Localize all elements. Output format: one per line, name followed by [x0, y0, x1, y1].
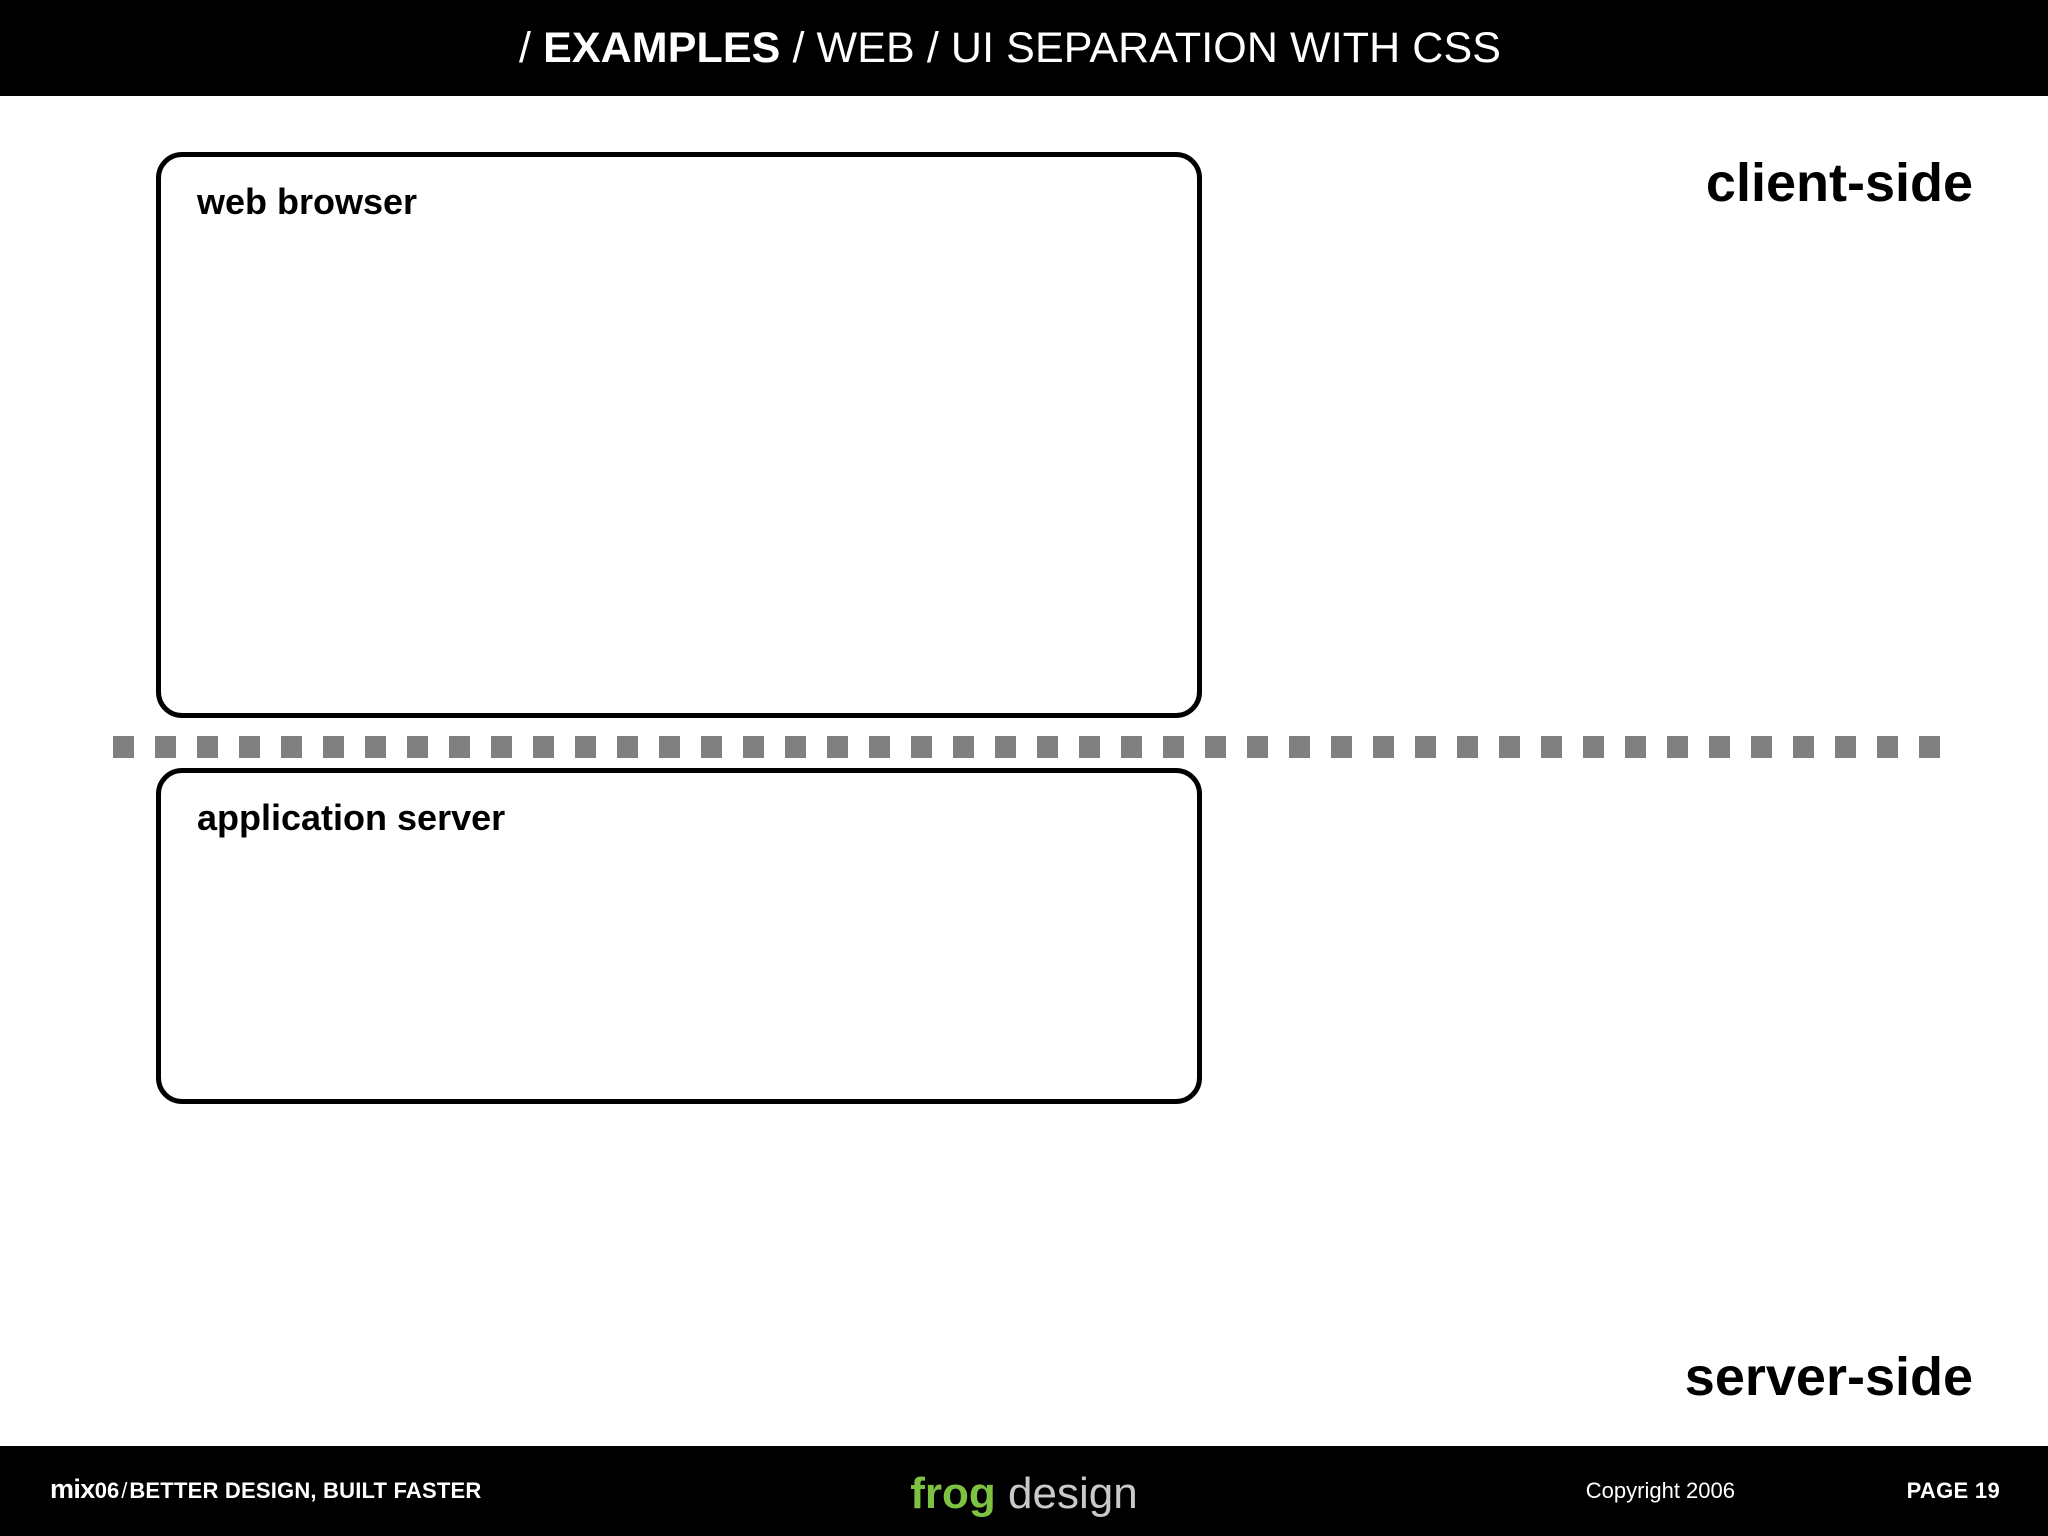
application-server-box-label: application server [197, 797, 506, 838]
divider-dash [1289, 736, 1310, 758]
frog-design-logo: frog design [910, 1472, 1137, 1516]
divider-dash [155, 736, 176, 758]
server-side-annotation: server-side [1684, 1347, 1973, 1407]
divider-dash [1541, 736, 1562, 758]
divider-dash [911, 736, 932, 758]
slide-content-area: client-side web browser application serv… [0, 96, 2048, 1446]
divider-dash [449, 736, 470, 758]
breadcrumb-section-examples: EXAMPLES [543, 23, 781, 72]
divider-dash [533, 736, 554, 758]
client-server-divider [113, 736, 1973, 758]
divider-dash [1037, 736, 1058, 758]
application-server-box: application server [156, 768, 1202, 1104]
divider-dash [1163, 736, 1184, 758]
page-title: / EXAMPLES / WEB / UI SEPARATION WITH CS… [518, 23, 1502, 72]
divider-dash [1709, 736, 1730, 758]
breadcrumb-rest: / WEB / UI SEPARATION WITH CSS [780, 23, 1502, 72]
client-side-annotation: client-side [1705, 153, 1973, 213]
divider-dash [1247, 736, 1268, 758]
web-browser-box: web browser [156, 152, 1202, 718]
divider-dash [1751, 736, 1772, 758]
divider-dash [1415, 736, 1436, 758]
divider-dash [1877, 736, 1898, 758]
divider-dash [1625, 736, 1646, 758]
divider-dash [743, 736, 764, 758]
divider-dash [785, 736, 806, 758]
divider-dash [701, 736, 722, 758]
divider-dash [575, 736, 596, 758]
divider-dash [827, 736, 848, 758]
divider-dash [1079, 736, 1100, 758]
divider-dash [323, 736, 344, 758]
divider-dash [113, 736, 134, 758]
divider-dash [407, 736, 428, 758]
footer-brand: mix06/BETTER DESIGN, BUILT FASTER [50, 1476, 481, 1503]
slide-footer-bar: mix06/BETTER DESIGN, BUILT FASTER frog d… [0, 1446, 2048, 1536]
divider-dash [1121, 736, 1142, 758]
divider-dash [1331, 736, 1352, 758]
divider-dash [659, 736, 680, 758]
divider-dash [1457, 736, 1478, 758]
logo-word-frog: frog [910, 1469, 996, 1518]
breadcrumb-prefix: / [518, 23, 544, 72]
footer-page-number: PAGE 19 [1906, 1478, 2000, 1503]
divider-dash [1667, 736, 1688, 758]
divider-dash [365, 736, 386, 758]
divider-dash [1919, 736, 1940, 758]
divider-dash [1373, 736, 1394, 758]
footer-brand-year: 06 [94, 1478, 120, 1503]
divider-dash [197, 736, 218, 758]
footer-tagline: BETTER DESIGN, BUILT FASTER [129, 1478, 482, 1503]
divider-dash [617, 736, 638, 758]
divider-dash [1583, 736, 1604, 758]
divider-dash [1835, 736, 1856, 758]
slide-header-bar: / EXAMPLES / WEB / UI SEPARATION WITH CS… [0, 0, 2048, 96]
divider-dash [281, 736, 302, 758]
divider-dash [491, 736, 512, 758]
divider-dash [995, 736, 1016, 758]
divider-dash [869, 736, 890, 758]
divider-dash [1793, 736, 1814, 758]
divider-dash [1499, 736, 1520, 758]
web-browser-box-label: web browser [197, 181, 418, 222]
divider-dash [1205, 736, 1226, 758]
divider-dash [953, 736, 974, 758]
logo-word-design: design [1008, 1469, 1138, 1518]
footer-brand-separator: / [121, 1478, 128, 1503]
divider-dash [239, 736, 260, 758]
footer-brand-mix: mix [50, 1474, 95, 1504]
footer-copyright: Copyright 2006 [1585, 1478, 1735, 1503]
